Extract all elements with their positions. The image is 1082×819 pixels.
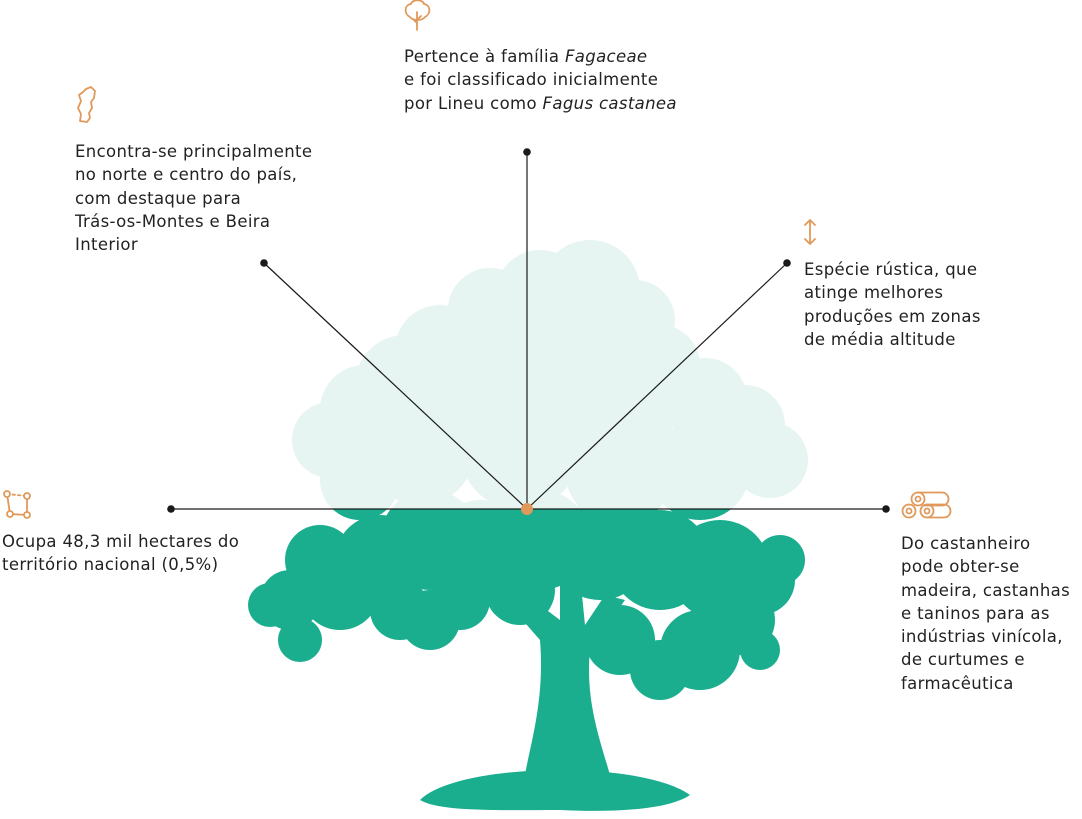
fact-line: no norte e centro do país, — [75, 163, 312, 186]
fact-line: e foi classificado inicialmente — [404, 68, 677, 91]
fact-text: e taninos para as — [901, 603, 1050, 623]
fact-line: Interior — [75, 233, 312, 256]
fact-text: de média altitude — [804, 329, 956, 349]
fact-text: madeira, castanhas — [901, 580, 1071, 600]
species-name: Fagaceae — [564, 47, 648, 66]
fact-text: atinge melhores — [804, 283, 944, 303]
fact-line: Do castanheiro — [901, 532, 1070, 555]
fact-text: e foi classificado inicialmente — [404, 70, 659, 90]
fact-line: Ocupa 48,3 mil hectares do — [2, 530, 239, 553]
fact-line: e taninos para as — [901, 602, 1070, 625]
leader-dot — [260, 259, 268, 267]
fact-line: por Lineu como Fagus castanea — [404, 92, 677, 115]
fact-uses: Do castanheiro pode obter-se madeira, cast… — [901, 532, 1070, 695]
leader-dot — [523, 148, 531, 156]
fact-line: com destaque para — [75, 187, 312, 210]
fact-text: Interior — [75, 235, 138, 255]
fact-line: Trás-os-Montes e Beira — [75, 210, 312, 233]
fact-text: Ocupa 48,3 mil hectares do — [2, 532, 240, 551]
leader-line — [526, 262, 788, 510]
fact-line: pode obter-se — [901, 555, 1070, 578]
fact-line: Pertence à família Fagaceae — [404, 45, 677, 68]
fact-region: Encontra-se principalmente no norte e cen… — [75, 140, 312, 256]
leader-lines — [171, 152, 886, 510]
fact-text: farmacêutica — [901, 673, 1014, 693]
fact-text: indústrias vinícola, — [901, 627, 1063, 647]
leader-dot — [167, 505, 175, 513]
fact-line: produções em zonas — [804, 305, 981, 328]
fact-line: território nacional (0,5%) — [2, 553, 239, 576]
fact-text: território nacional (0,5%) — [2, 555, 219, 575]
leader-endpoints — [167, 148, 890, 515]
fact-text: no norte e centro do país, — [75, 165, 298, 185]
fact-line: indústrias vinícola, — [901, 625, 1070, 648]
tree-icon — [404, 0, 431, 31]
fact-text: Pertence à família — [404, 47, 565, 66]
center-hub — [521, 503, 533, 515]
fact-text: Trás-os-Montes e Beira — [75, 211, 271, 231]
fact-line: farmacêutica — [901, 672, 1070, 695]
area-polygon-icon — [3, 490, 31, 519]
fact-line: de curtumes e — [901, 648, 1070, 671]
logs-icon — [901, 491, 952, 519]
leader-line — [263, 262, 528, 510]
fact-text: de curtumes e — [901, 650, 1025, 670]
fact-line: madeira, castanhas — [901, 579, 1070, 602]
fact-altitude: Espécie rústica, que atinge melhores produ… — [804, 258, 981, 351]
species-name: Fagus castanea — [542, 93, 677, 113]
tree-trunk — [420, 575, 690, 811]
fact-text: Do castanheiro — [901, 534, 1031, 553]
leader-dot — [882, 505, 890, 513]
fact-area: Ocupa 48,3 mil hectares do território nac… — [2, 530, 239, 577]
vertical-arrows-icon — [804, 219, 816, 245]
fact-text: produções em zonas — [804, 306, 981, 326]
fact-text: com destaque para — [75, 188, 242, 208]
tree-crown-lower — [248, 509, 805, 700]
fact-line: de média altitude — [804, 328, 981, 351]
fact-text: Espécie rústica, que — [804, 260, 978, 279]
fact-text: Encontra-se principalmente — [75, 142, 313, 161]
fact-line: atinge melhores — [804, 281, 981, 304]
fact-text: por Lineu como — [404, 93, 543, 113]
portugal-map-icon — [77, 86, 96, 123]
fact-line: Espécie rústica, que — [804, 258, 981, 281]
fact-line: Encontra-se principalmente — [75, 140, 312, 163]
leader-dot — [783, 259, 791, 267]
fact-text: pode obter-se — [901, 557, 1020, 577]
tree-crown-upper — [292, 240, 808, 509]
